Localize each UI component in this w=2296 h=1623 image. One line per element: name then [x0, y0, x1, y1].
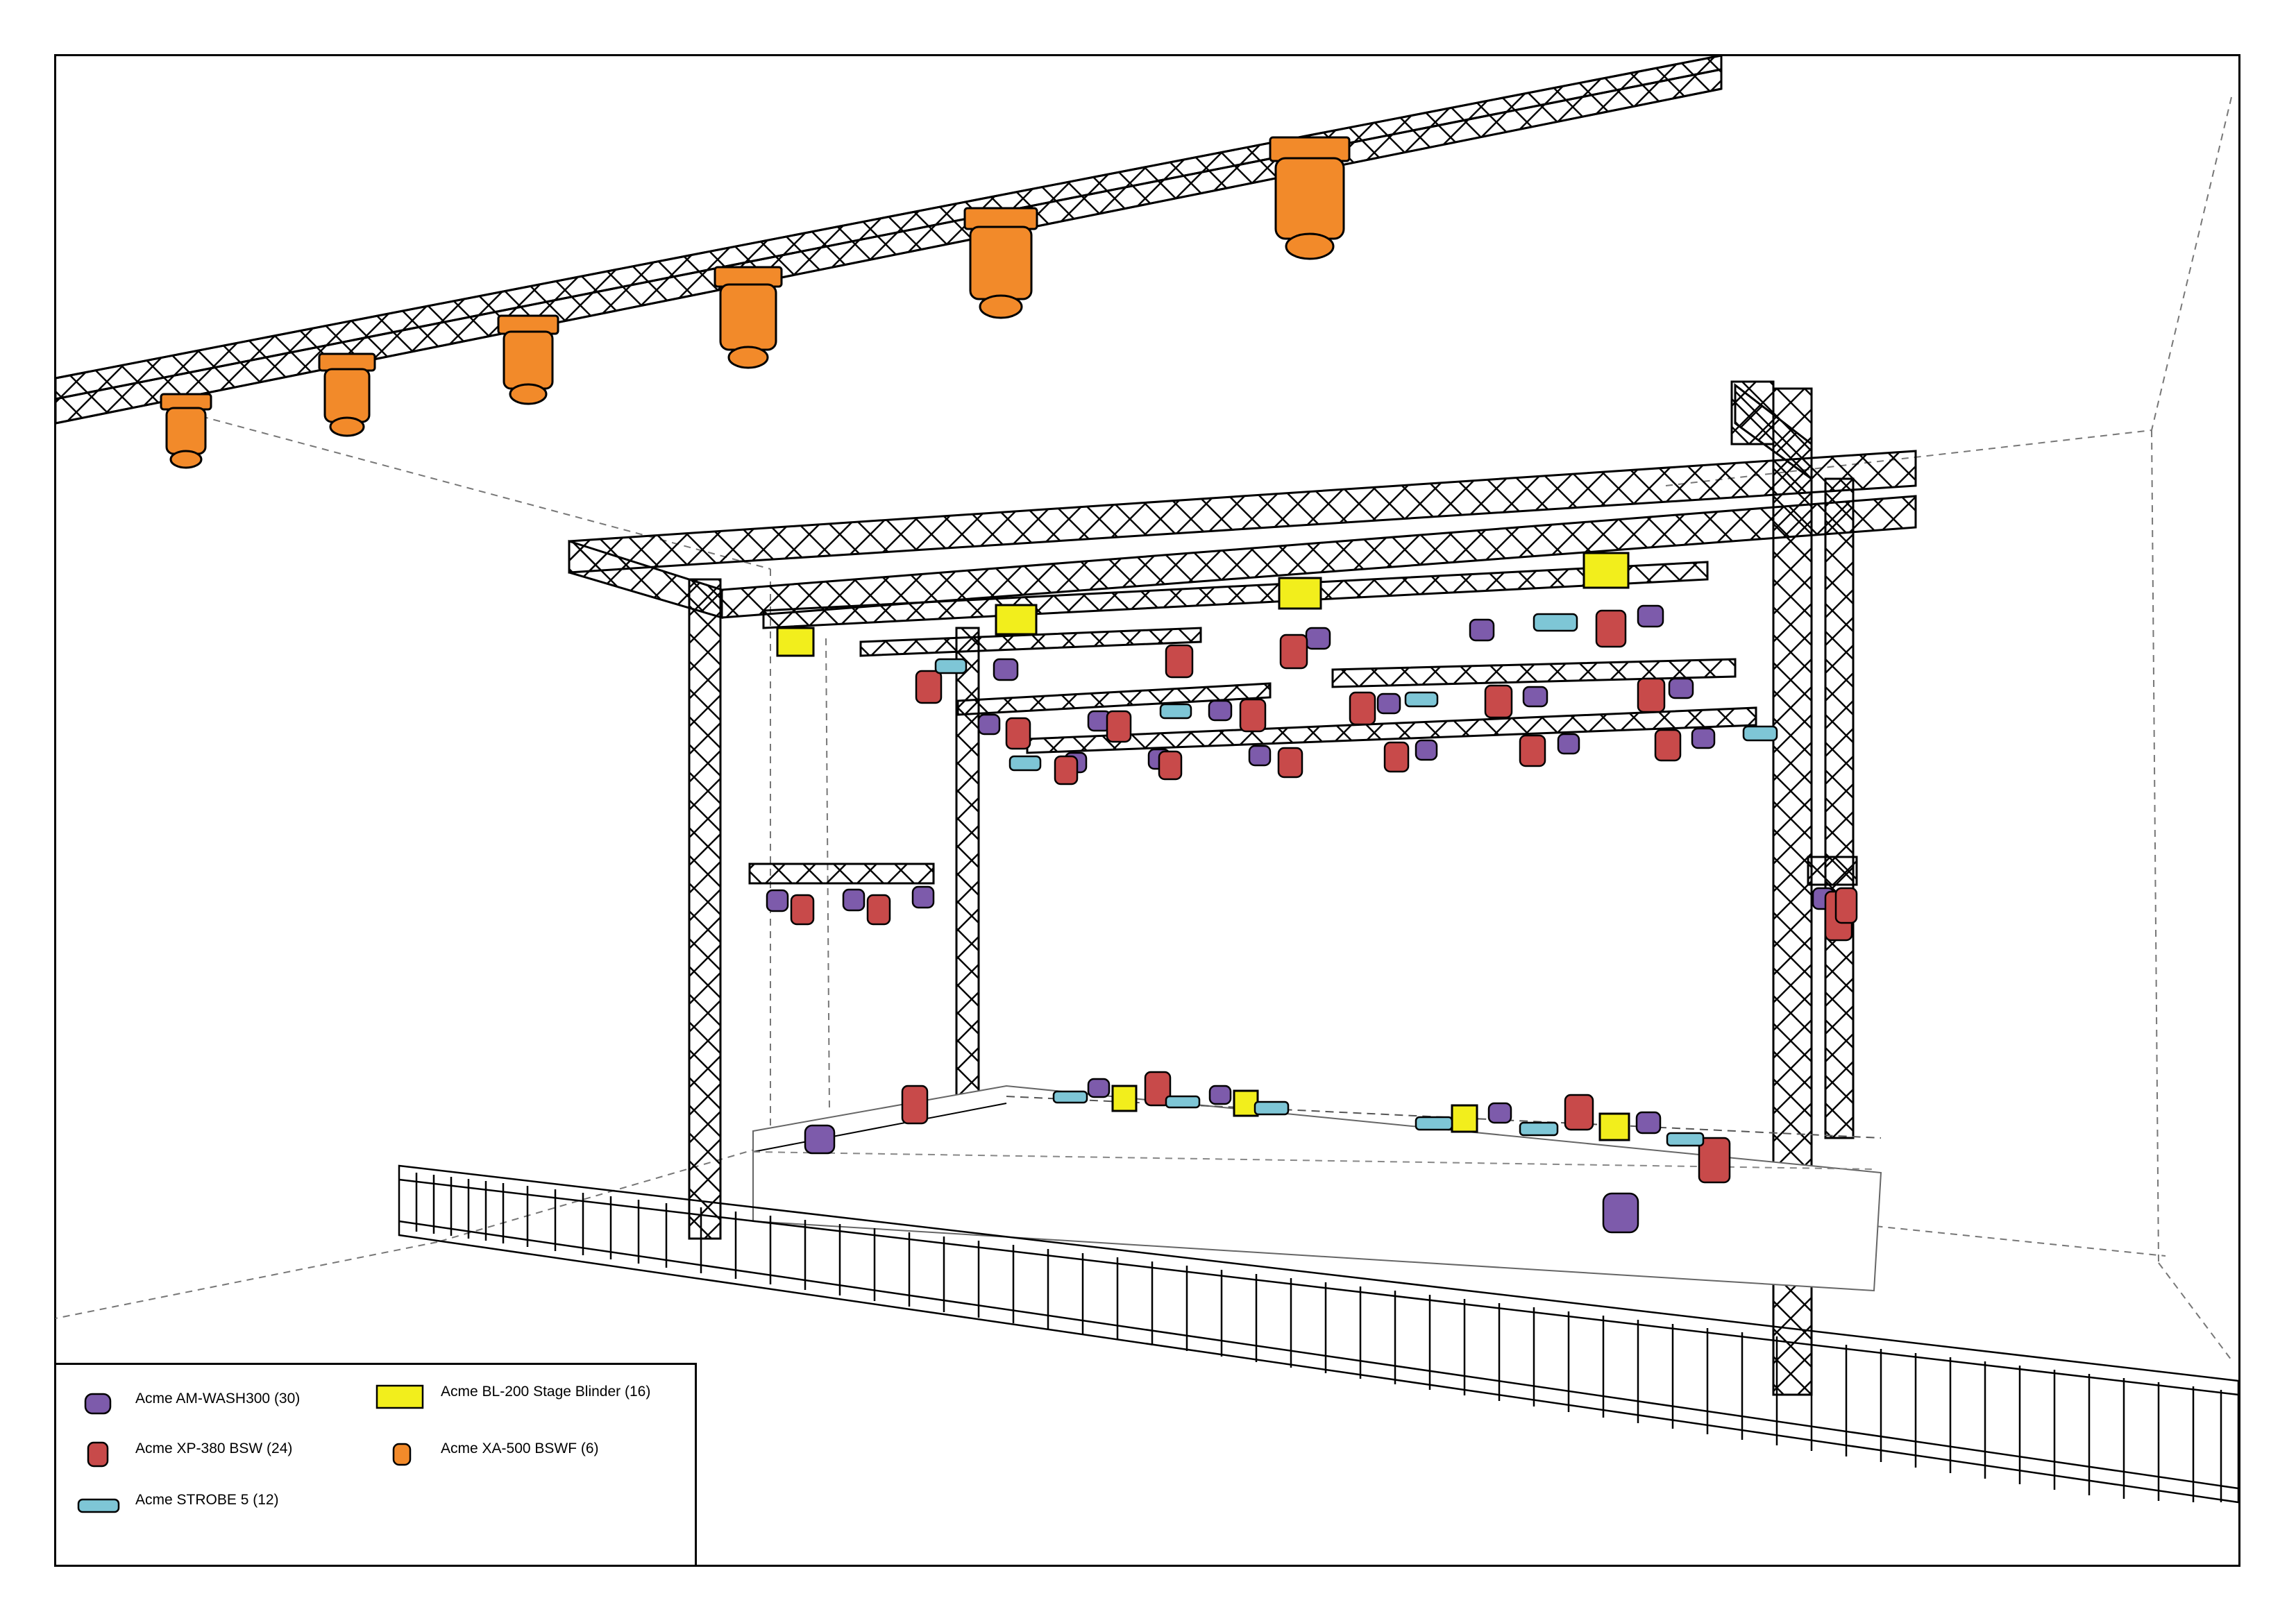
legend-label: Acme STROBE 5 (12) — [135, 1492, 279, 1508]
blinder-fixtures — [776, 552, 1630, 1141]
strobe-fixtures — [934, 613, 1778, 1147]
xa-500-fixture — [318, 352, 376, 437]
xa-500-fixture — [497, 314, 559, 405]
drawing-frame — [54, 54, 2240, 1567]
blinder-fixture — [995, 604, 1038, 636]
legend-item-strobe: Acme STROBE 5 (12) — [70, 1491, 351, 1519]
overhead-truss — [54, 54, 1723, 425]
xa-500-spot-icon — [392, 1443, 412, 1466]
legend-label: Acme XP-380 BSW (24) — [135, 1441, 293, 1456]
legend-label: Acme BL-200 Stage Blinder (16) — [441, 1384, 651, 1400]
blinder-fixture — [1278, 577, 1322, 610]
blinder-fixture — [1111, 1085, 1138, 1112]
blinder-fixture — [1582, 552, 1630, 589]
legend-item-wash: Acme AM-WASH300 (30) — [70, 1390, 351, 1418]
legend-label: Acme AM-WASH300 (30) — [135, 1391, 301, 1407]
strobe-bar-icon — [77, 1498, 120, 1513]
xa-500-fixture — [714, 266, 783, 369]
moving-head-spot-icon — [87, 1441, 109, 1468]
legend-item-blinder: Acme BL-200 Stage Blinder (16) — [375, 1383, 656, 1411]
blinder-fixture — [1451, 1104, 1478, 1133]
xa-500-fixture — [1269, 136, 1351, 260]
blinder-fixture — [1598, 1112, 1630, 1141]
blinder-fixture — [776, 627, 815, 657]
crowd-barriers — [398, 1164, 2240, 1504]
xa-500-fixture — [160, 393, 212, 469]
wash-fixtures — [766, 604, 1835, 1234]
xa-500-fixture — [963, 207, 1038, 319]
legend-label: Acme XA-500 BSWF (6) — [441, 1441, 599, 1456]
spot-fixtures — [790, 609, 1858, 1184]
fixture-legend: Acme AM-WASH300 (30) Acme XP-380 BSW (24… — [54, 1363, 697, 1567]
stage-blinder-icon — [375, 1384, 424, 1409]
legend-item-spot: Acme XP-380 BSW (24) — [70, 1440, 351, 1468]
stage-truss — [568, 380, 1917, 1396]
blinder-fixture — [1233, 1089, 1259, 1117]
legend-item-xa: Acme XA-500 BSWF (6) — [375, 1440, 656, 1468]
moving-head-wash-icon — [84, 1393, 112, 1415]
xa-500-fixtures — [160, 136, 1351, 469]
